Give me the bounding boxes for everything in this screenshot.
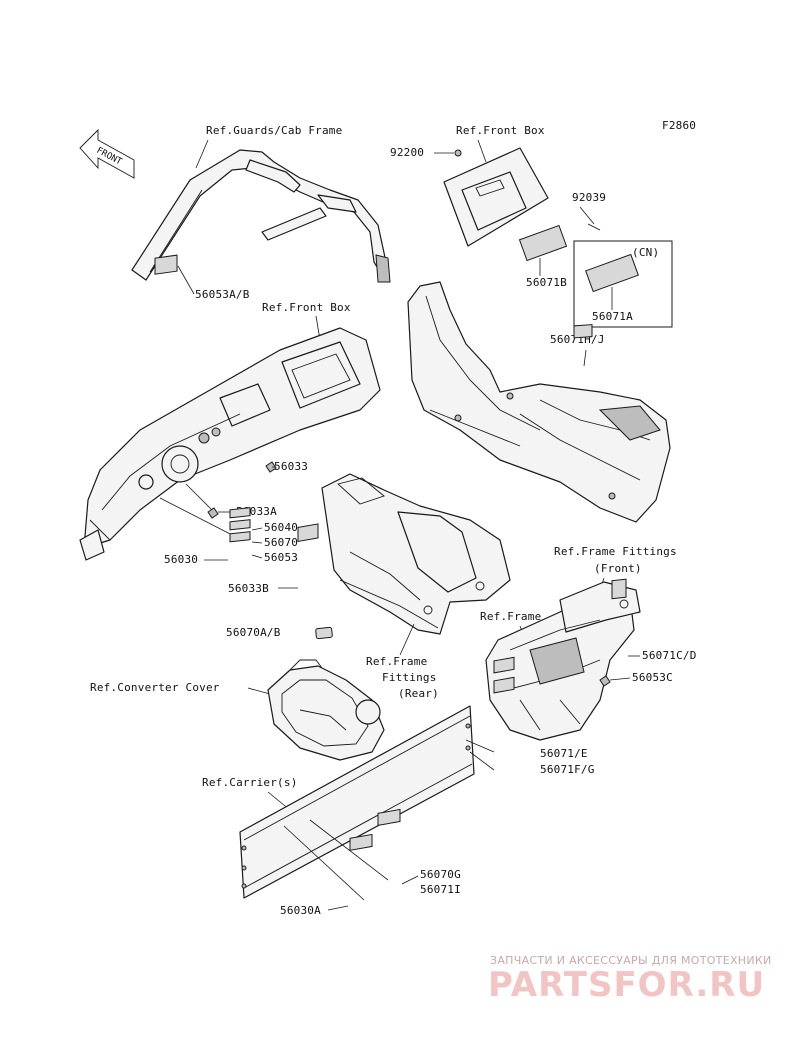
decal-56071e [493, 656, 515, 674]
part-56071i: 56071I [420, 883, 461, 896]
ref-frame-fittings-rear-3: (Rear) [398, 687, 439, 700]
part-56053ab: 56053A/B [195, 288, 250, 301]
ref-front-box-mid-label: Ref.Front Box [262, 301, 351, 314]
ref-frame-fittings-front-1: Ref.Frame Fittings [554, 545, 677, 558]
decal-56071b [518, 224, 568, 262]
decal-56030a [349, 833, 373, 851]
part-56030a: 56030A [280, 904, 321, 917]
part-92200: 92200 [390, 146, 424, 159]
part-56071fg: 56071F/G [540, 763, 595, 776]
part-56040: 56040 [264, 521, 298, 534]
ref-frame-label: Ref.Frame [480, 610, 541, 623]
part-56071b: 56071B [526, 276, 567, 289]
decal-56033b [297, 523, 319, 543]
ref-guards-cab-frame-label: Ref.Guards/Cab Frame [206, 124, 342, 137]
clip-56033a-icon [207, 507, 219, 519]
decal-56071fg [493, 676, 515, 694]
front-arrow-icon: FRONT [79, 128, 135, 179]
ref-frame-fittings-rear-2: Fittings [382, 671, 437, 684]
part-56033: 56033 [274, 460, 308, 473]
part-56030: 56030 [164, 553, 198, 566]
part-56071a: 56071A [592, 310, 633, 323]
clip-56033-icon [265, 461, 277, 473]
decal-56070ab [315, 626, 333, 640]
part-56053c: 56053C [632, 671, 673, 684]
ref-front-box-top-label: Ref.Front Box [456, 124, 545, 137]
part-56070ab: 56070A/B [226, 626, 281, 639]
part-56070g: 56070G [420, 868, 461, 881]
converter-cover-drawing [267, 659, 385, 761]
ref-frame-fittings-front-2: (Front) [594, 562, 642, 575]
part-56070: 56070 [264, 536, 298, 549]
dashboard-drawing [79, 327, 381, 561]
decal-56071hj [573, 324, 593, 339]
part-56071cd: 56071C/D [642, 649, 697, 662]
carrier-panel-drawing [239, 705, 475, 899]
watermark-logo: PARTSFOR.RU [488, 965, 765, 1005]
part-56071e: 56071/E [540, 747, 588, 760]
clip-56053c-icon [599, 675, 611, 687]
ref-converter-cover-label: Ref.Converter Cover [90, 681, 220, 694]
decal-56071a [585, 253, 639, 293]
decal-56071cd [611, 578, 627, 600]
decal-56070 [229, 519, 251, 531]
ref-carrier-label: Ref.Carrier(s) [202, 776, 298, 789]
part-56033b: 56033B [228, 582, 269, 595]
bolt-92200-icon [454, 149, 462, 157]
watermark-tagline: ЗАПЧАСТИ И АКСЕССУАРЫ ДЛЯ МОТОТЕХНИКИ [490, 954, 772, 967]
floor-panel-drawing [407, 281, 671, 523]
part-92039: 92039 [572, 191, 606, 204]
ref-frame-fittings-rear-1: Ref.Frame [366, 655, 427, 668]
decal-56070g [377, 808, 401, 826]
part-cn: (CN) [632, 246, 659, 259]
diagram-code: F2860 [662, 119, 696, 132]
decal-56040 [229, 507, 251, 519]
cn-box [573, 240, 673, 328]
center-console-drawing [321, 473, 511, 635]
part-56053: 56053 [264, 551, 298, 564]
cab-frame-drawing [131, 149, 391, 283]
decal-56053ab [154, 254, 178, 275]
clip-92039-icon [587, 223, 601, 231]
front-box-lid-drawing [443, 147, 549, 247]
decal-56053 [229, 531, 251, 543]
